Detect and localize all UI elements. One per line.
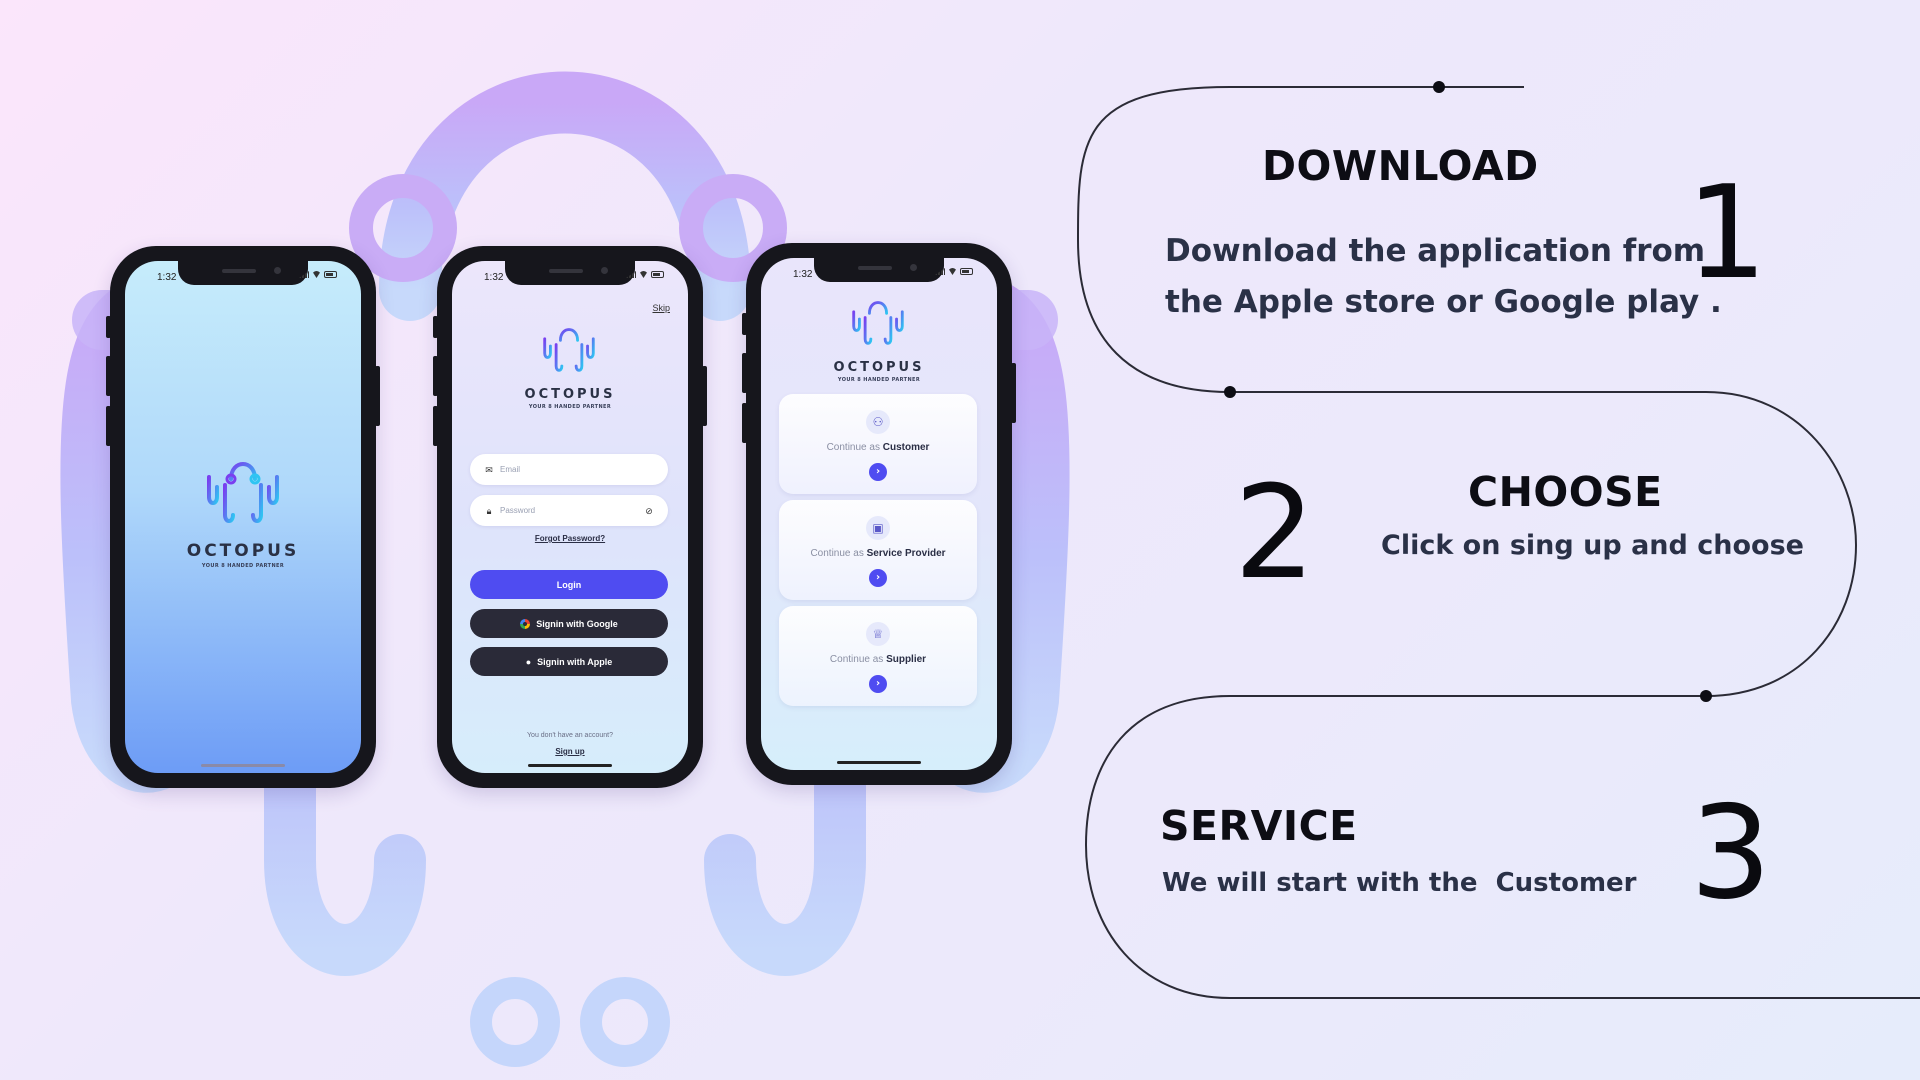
apple-signin-button[interactable]: ● Signin with Apple	[470, 647, 668, 676]
step-1-title: DOWNLOAD	[1262, 142, 1539, 190]
skip-link[interactable]: Skip	[652, 303, 670, 313]
step-3-title: SERVICE	[1160, 802, 1358, 850]
home-indicator	[837, 761, 921, 764]
card-text: Continue as Service Provider	[779, 548, 977, 559]
brand-tagline: YOUR 8 HANDED PARTNER	[837, 377, 921, 383]
brand-block: OCTOPUS YOUR 8 HANDED PARTNER	[452, 387, 688, 410]
step-1-description: Download the application from the Apple …	[1165, 226, 1722, 328]
octopus-logo-icon	[543, 328, 595, 376]
continue-as-supplier-card[interactable]: ♕ Continue as Supplier ›	[779, 606, 977, 706]
signal-icon	[626, 271, 636, 278]
no-account-text: You don't have an account?	[527, 732, 613, 739]
google-icon	[520, 618, 531, 629]
password-placeholder: Password	[500, 506, 536, 515]
step-1-desc-line1: Download the application from	[1165, 233, 1706, 269]
step-1-desc-line2: the Apple store or Google play .	[1165, 284, 1722, 320]
brand-block: OCTOPUS YOUR 8 HANDED PARTNER	[761, 360, 997, 383]
card-text: Continue as Supplier	[779, 654, 977, 665]
step-3-number: 3	[1690, 779, 1772, 928]
chevron-right-icon[interactable]: ›	[869, 463, 887, 481]
role-selection-screen: 1:32 OCTOPUS YOUR 8 HANDED PARTNER ⚇ Con…	[761, 258, 997, 770]
status-icons	[299, 271, 337, 278]
phone-role-screen: 1:32 OCTOPUS YOUR 8 HANDED PARTNER ⚇ Con…	[742, 243, 1016, 785]
card-prefix: Continue as	[826, 442, 880, 453]
signup-link[interactable]: Sign up	[555, 747, 585, 756]
brand-tagline: YOUR 8 HANDED PARTNER	[201, 563, 285, 569]
login-button[interactable]: Login	[470, 570, 668, 599]
brand-tagline: YOUR 8 HANDED PARTNER	[528, 404, 612, 410]
phone-login-screen: 1:32 Skip OCTOPUS YOUR 8 HANDED PARTNER …	[433, 246, 707, 788]
phone-notch	[505, 261, 635, 285]
step-3-description: We will start with the Customer	[1162, 868, 1637, 898]
phone-notch	[814, 258, 944, 282]
status-time: 1:32	[484, 272, 504, 283]
card-text: Continue as Customer	[779, 442, 977, 453]
splash-screen: 1:32 OCTOPUS YOUR 8 HANDED PARTNER	[125, 261, 361, 773]
card-prefix: Continue as	[810, 548, 864, 559]
wifi-icon	[312, 271, 321, 278]
lock-icon: 🔒︎	[486, 505, 492, 516]
signal-icon	[935, 268, 945, 275]
brand-block: OCTOPUS YOUR 8 HANDED PARTNER	[125, 541, 361, 569]
people-network-icon: ⚇	[866, 410, 890, 434]
login-screen: 1:32 Skip OCTOPUS YOUR 8 HANDED PARTNER …	[452, 261, 688, 773]
apple-icon: ●	[525, 656, 532, 667]
step-2-description: Click on sing up and choose	[1381, 530, 1804, 561]
email-placeholder: Email	[500, 465, 521, 474]
forgot-password-link[interactable]: Forgot Password?	[534, 534, 606, 543]
brand-name: OCTOPUS	[833, 360, 925, 375]
apple-button-label: Signin with Apple	[537, 656, 613, 667]
phone-splash-screen: 1:32 OCTOPUS YOUR 8 HANDED PARTNER	[106, 246, 380, 788]
continue-as-service-provider-card[interactable]: ▣ Continue as Service Provider ›	[779, 500, 977, 600]
crown-icon: ♕	[866, 622, 890, 646]
home-indicator	[201, 764, 285, 767]
battery-icon	[651, 271, 664, 278]
chevron-right-icon[interactable]: ›	[869, 675, 887, 693]
battery-icon	[960, 268, 973, 275]
continue-as-customer-card[interactable]: ⚇ Continue as Customer ›	[779, 394, 977, 494]
google-signin-button[interactable]: Signin with Google	[470, 609, 668, 638]
briefcase-icon: ▣	[866, 516, 890, 540]
phone-notch	[178, 261, 308, 285]
card-prefix: Continue as	[829, 654, 884, 665]
status-time: 1:32	[793, 269, 813, 280]
octopus-logo-icon	[207, 462, 279, 529]
home-indicator	[528, 764, 612, 767]
eye-off-icon[interactable]: ⊘	[645, 505, 653, 516]
email-field[interactable]: ✉ Email	[470, 454, 668, 485]
password-field[interactable]: 🔒︎ Password ⊘	[470, 495, 668, 526]
card-role-label: Supplier	[886, 654, 927, 665]
status-icons	[626, 271, 664, 278]
brand-name: OCTOPUS	[186, 541, 300, 561]
battery-icon	[324, 271, 337, 278]
mail-icon: ✉	[485, 464, 493, 475]
step-1-number: 1	[1686, 159, 1768, 308]
status-time: 1:32	[157, 272, 177, 283]
card-role-label: Service Provider	[866, 548, 946, 559]
wifi-icon	[948, 268, 957, 275]
signal-icon	[299, 271, 309, 278]
step-2-number: 2	[1234, 459, 1316, 608]
chevron-right-icon[interactable]: ›	[869, 569, 887, 587]
google-button-label: Signin with Google	[536, 618, 618, 629]
step-2-title: CHOOSE	[1468, 468, 1663, 516]
login-button-label: Login	[556, 579, 582, 590]
wifi-icon	[639, 271, 648, 278]
octopus-logo-icon	[852, 301, 904, 349]
card-role-label: Customer	[882, 442, 930, 453]
brand-name: OCTOPUS	[524, 387, 616, 402]
status-icons	[935, 268, 973, 275]
